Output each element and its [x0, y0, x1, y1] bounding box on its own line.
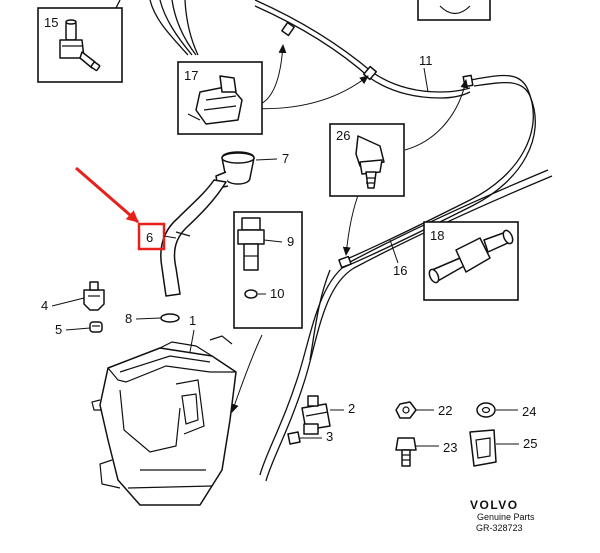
brand-subtitle: Genuine Parts: [477, 512, 535, 522]
brand-block: VOLVO Genuine Parts GR-328723: [470, 498, 535, 533]
hose-routing: [115, 0, 553, 482]
level-sensor-9-drawing: [237, 217, 265, 299]
callout-18: 18: [430, 228, 444, 243]
callout-15: 15: [44, 15, 58, 30]
callout-25: 25: [523, 436, 537, 451]
grommet-5[interactable]: [89, 321, 103, 333]
brand-name: VOLVO: [470, 498, 519, 512]
hose-clip-17-drawing: [187, 75, 243, 125]
callout-16: 16: [393, 263, 407, 278]
hose-clips: [281, 21, 474, 269]
callout-26: 26: [336, 128, 350, 143]
callout-2: 2: [348, 401, 355, 416]
callout-10: 10: [270, 286, 284, 301]
part-box-15[interactable]: 15: [37, 7, 123, 83]
callouts: 11 16 7 9 10 4 5 8 1 2 3 22 24 23 25: [41, 53, 537, 455]
callout-6: 6: [146, 230, 153, 245]
washer-pump-2[interactable]: [301, 395, 331, 435]
part-box-26[interactable]: 26: [329, 123, 405, 197]
part-box-18[interactable]: 18: [423, 221, 519, 301]
highlight-arrow: [75, 166, 139, 224]
hose-connector-18-drawing: [428, 229, 514, 284]
callout-9: 9: [287, 234, 294, 249]
part-box-9-10[interactable]: [233, 211, 303, 329]
clip-nut-25[interactable]: [469, 429, 497, 467]
grommet-3[interactable]: [287, 431, 301, 445]
callout-5: 5: [55, 322, 62, 337]
callout-23: 23: [443, 440, 457, 455]
callout-17: 17: [184, 68, 198, 83]
nut-22[interactable]: [395, 401, 417, 419]
part-box-top-right[interactable]: [417, 0, 491, 21]
o-ring-8[interactable]: [160, 313, 180, 323]
reservoir-tank-1[interactable]: [91, 335, 237, 506]
washer-24[interactable]: [476, 402, 496, 418]
highlight-part-6[interactable]: 6: [75, 166, 177, 251]
part-box-17[interactable]: 17: [177, 61, 263, 135]
callout-22: 22: [438, 403, 452, 418]
brand-reference: GR-328723: [476, 523, 523, 533]
pump-4-assembly[interactable]: [83, 281, 105, 311]
callout-11: 11: [419, 53, 433, 68]
callout-7: 7: [282, 151, 289, 166]
hose-holder-26-drawing: [355, 135, 385, 189]
t-connector-15-drawing: [59, 19, 101, 72]
callout-3: 3: [326, 429, 333, 444]
callout-8: 8: [125, 311, 132, 326]
callout-24: 24: [522, 404, 536, 419]
callout-1: 1: [189, 313, 196, 328]
callout-4: 4: [41, 298, 48, 313]
bolt-23[interactable]: [395, 437, 417, 467]
